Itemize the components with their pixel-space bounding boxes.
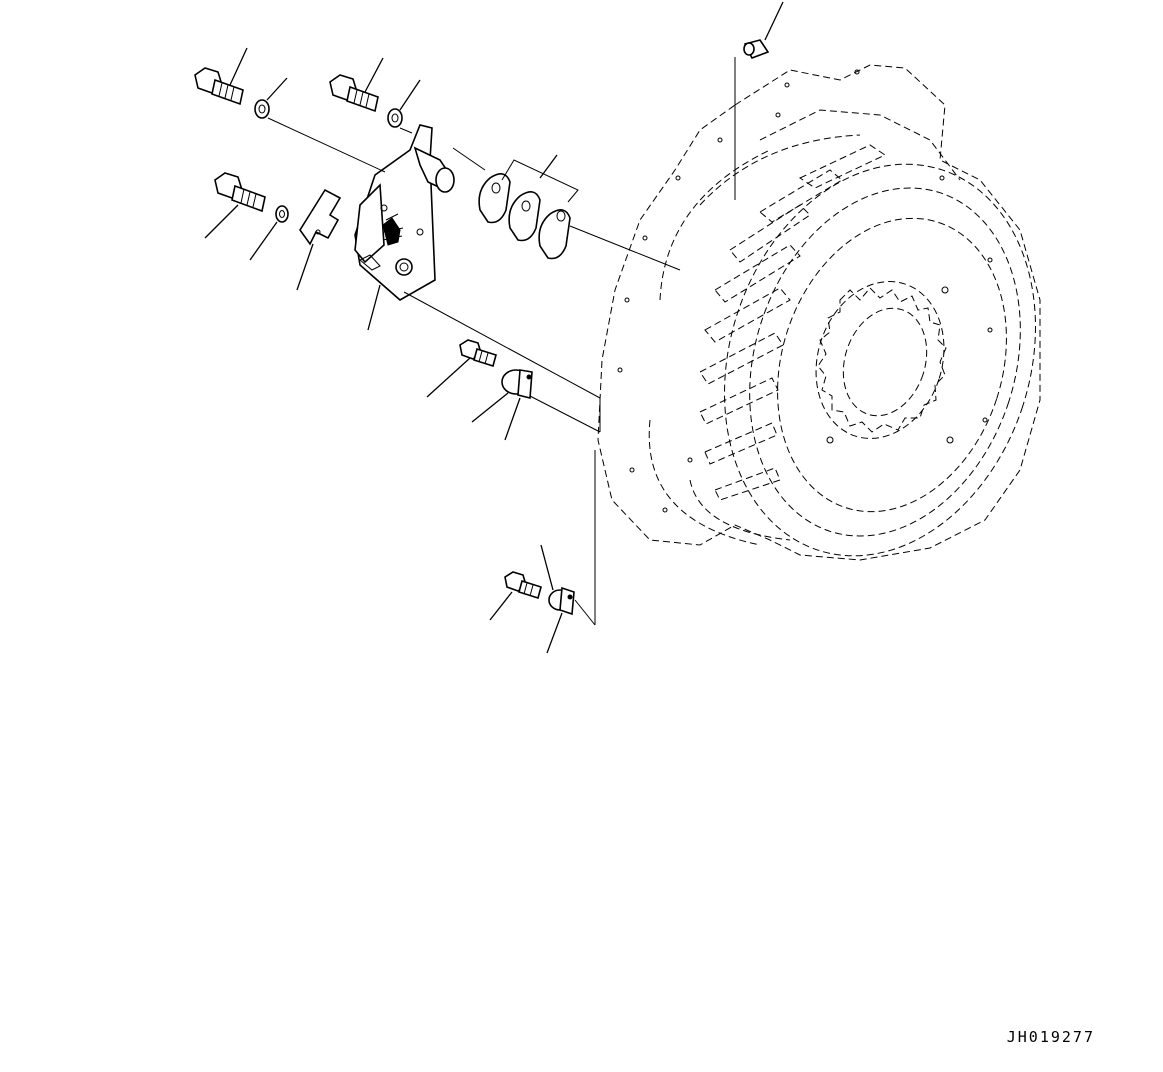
- drawing-reference-code: JH019277: [1006, 1028, 1095, 1046]
- clip-icon: [471, 369, 533, 441]
- hex-bolt-icon: [329, 57, 384, 113]
- hex-bolt-icon: [489, 571, 542, 621]
- flywheel-housing-icon: [597, 64, 1041, 561]
- hex-bolt-icon: [426, 339, 497, 398]
- washer-icon: [387, 79, 421, 128]
- washer-icon: [249, 205, 289, 261]
- washer-icon: [254, 77, 288, 119]
- gasket-icon: [478, 154, 579, 260]
- hex-bolt-icon: [204, 172, 266, 239]
- dowel-pin-icon: [734, 1, 784, 200]
- hex-bolt-icon: [194, 47, 248, 106]
- speed-sensor-icon: [354, 124, 455, 331]
- gasket-icon: [296, 188, 342, 291]
- assembly-lines: [267, 117, 681, 626]
- clip-icon: [540, 544, 575, 654]
